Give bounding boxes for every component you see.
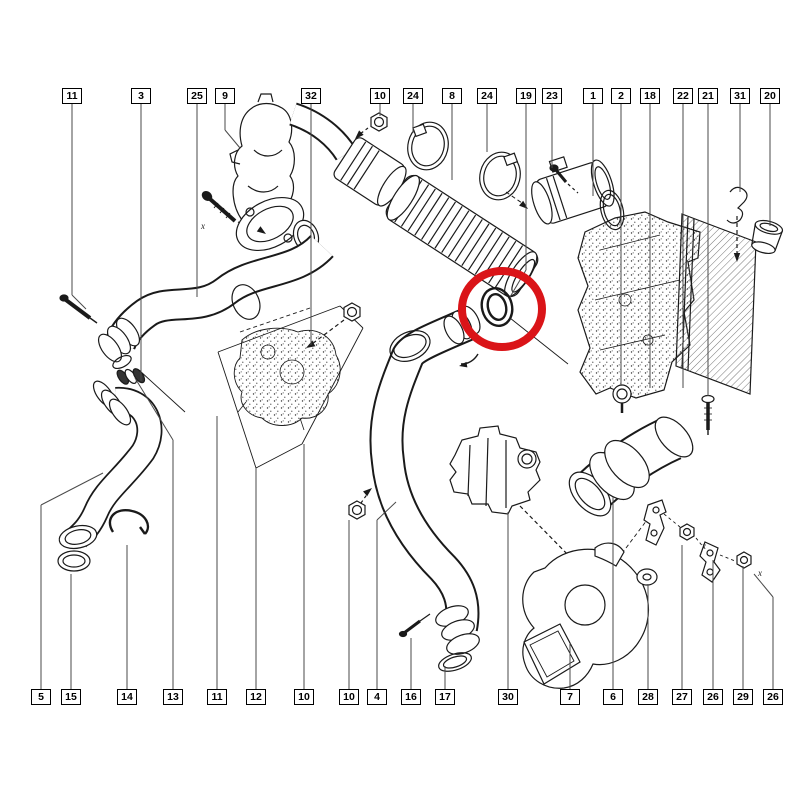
- hex-nut: [736, 551, 752, 569]
- leader-line: [40, 472, 104, 506]
- callout-box: 21: [698, 88, 718, 104]
- fastener-dashes: [663, 513, 736, 562]
- highlight-circle: [458, 267, 546, 351]
- mounting-bracket: [699, 541, 721, 583]
- callout-box: 18: [640, 88, 660, 104]
- small-gasket: [112, 354, 186, 413]
- right-hose: [568, 416, 694, 557]
- o-ring: [57, 550, 91, 572]
- leader-line: [753, 573, 774, 598]
- callout-box: 5: [31, 689, 51, 705]
- leader-line: [224, 129, 241, 149]
- callout-box: 24: [403, 88, 423, 104]
- middle-hose: [369, 308, 480, 655]
- hex-nut: [311, 302, 361, 345]
- callout-box: 26: [763, 689, 783, 705]
- callout-box: 10: [294, 689, 314, 705]
- snail-duct: [522, 542, 650, 689]
- corrugated-hose: [385, 174, 539, 298]
- callout-box: 29: [733, 689, 753, 705]
- leader-line: [134, 377, 174, 441]
- callout-box: 27: [672, 689, 692, 705]
- hose-connector: [333, 137, 407, 207]
- leader-line: [71, 294, 87, 310]
- hose-clamp: [479, 151, 521, 201]
- callout-box: 16: [401, 689, 421, 705]
- callout-box: 8: [442, 88, 462, 104]
- callout-box: 7: [560, 689, 580, 705]
- callout-box: 26: [703, 689, 723, 705]
- resonator-cap: [449, 425, 574, 561]
- elbow-hose: [288, 102, 357, 161]
- callout-box: 6: [603, 689, 623, 705]
- callout-box: 11: [62, 88, 82, 104]
- callout-box: 13: [163, 689, 183, 705]
- throttle-body-sketch: [233, 307, 341, 431]
- callout-box: 23: [542, 88, 562, 104]
- callout-box: 15: [61, 689, 81, 705]
- highlighted-o-ring: [480, 287, 514, 327]
- callout-box: 25: [187, 88, 207, 104]
- cap-plug: [751, 219, 784, 255]
- callout-box: 14: [117, 689, 137, 705]
- callout-box: 2: [611, 88, 631, 104]
- callout-box: 20: [760, 88, 780, 104]
- hose-clamp: [407, 121, 449, 171]
- lower-pipe: [58, 380, 163, 550]
- end-gasket: [438, 652, 472, 672]
- x-annotation: x: [702, 541, 706, 551]
- callout-box: 1: [583, 88, 603, 104]
- flange-plate: [235, 196, 305, 252]
- callout-box: 28: [638, 689, 658, 705]
- callout-box: 24: [477, 88, 497, 104]
- callout-box: 4: [367, 689, 387, 705]
- callout-box: 3: [131, 88, 151, 104]
- callout-box: 11: [207, 689, 227, 705]
- callout-box: 22: [673, 88, 693, 104]
- spring-clip: [108, 508, 150, 535]
- callout-box: 10: [339, 689, 359, 705]
- hex-nut: [679, 523, 695, 541]
- callout-box: 30: [498, 689, 518, 705]
- callout-box: 12: [246, 689, 266, 705]
- washer-grommet: [636, 568, 658, 586]
- callout-box: 32: [301, 88, 321, 104]
- s-hose: [97, 234, 334, 363]
- pin-stud: [398, 613, 431, 638]
- hex-nut: [348, 492, 369, 520]
- mounting-bracket: [643, 499, 667, 546]
- callout-box: 31: [730, 88, 750, 104]
- stud-bolt: [59, 294, 98, 324]
- callout-box: 17: [435, 689, 455, 705]
- x-annotation: x: [201, 221, 205, 231]
- x-annotation: x: [758, 568, 762, 578]
- bolt: [612, 384, 632, 413]
- leader-line: [376, 501, 397, 521]
- callout-box: 19: [516, 88, 536, 104]
- callout-box: 10: [370, 88, 390, 104]
- callout-box: 9: [215, 88, 235, 104]
- hex-nut: [359, 112, 388, 135]
